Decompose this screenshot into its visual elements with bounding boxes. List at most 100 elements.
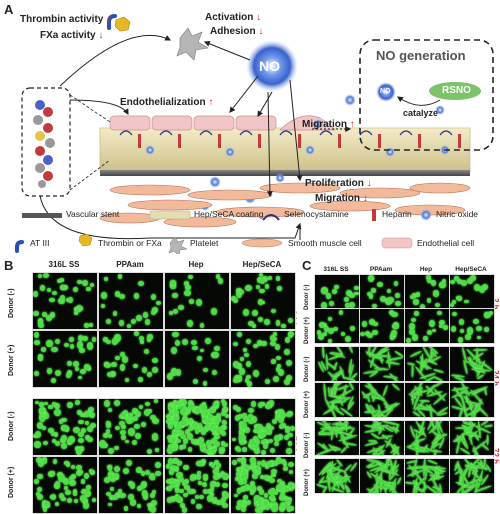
- cell-nucleus: [151, 499, 158, 506]
- at3-swatch: [15, 240, 24, 253]
- elongated-cell: [343, 482, 352, 493]
- cell-nucleus: [269, 459, 276, 467]
- cell-nucleus: [110, 370, 116, 377]
- elongated-cell: [426, 459, 438, 465]
- cell-nucleus: [280, 481, 286, 486]
- cell-nucleus: [114, 291, 121, 298]
- cell-nucleus: [450, 280, 455, 285]
- cell-nucleus: [219, 450, 224, 454]
- cell-nucleus: [284, 336, 291, 344]
- cell-nucleus: [206, 409, 211, 414]
- cell-nucleus: [73, 306, 78, 311]
- cell-nucleus: [172, 401, 178, 407]
- stent-metal: [100, 170, 470, 176]
- cell-nucleus: [81, 427, 86, 434]
- cell-nucleus: [54, 481, 60, 488]
- cell-nucleus: [51, 438, 56, 444]
- cell-nucleus: [322, 288, 328, 294]
- micrograph-b: [32, 330, 98, 388]
- cell-nucleus: [52, 459, 58, 465]
- cell-nucleus: [464, 299, 469, 304]
- cell-nucleus: [242, 412, 248, 417]
- cell-nucleus: [175, 438, 182, 444]
- cell-nucleus: [173, 466, 180, 473]
- panel-c-row-0: Donor (-): [304, 284, 310, 310]
- cell-nucleus: [102, 337, 108, 342]
- no-label: NO: [259, 58, 280, 74]
- cell-nucleus: [128, 493, 135, 501]
- cell-nucleus: [176, 404, 181, 410]
- cell-nucleus: [195, 473, 202, 480]
- cell-nucleus: [245, 338, 251, 344]
- cell-nucleus: [142, 312, 149, 318]
- cell-nucleus: [195, 299, 202, 306]
- cell-nucleus: [39, 402, 44, 407]
- cell-nucleus: [251, 323, 256, 328]
- cell-nucleus: [136, 315, 142, 322]
- cell-nucleus: [328, 300, 334, 306]
- cell-nucleus: [482, 284, 489, 291]
- cell-nucleus: [201, 481, 208, 488]
- cell-nucleus: [197, 423, 202, 428]
- cell-nucleus: [181, 420, 188, 427]
- cell-nucleus: [124, 377, 129, 382]
- cell-nucleus: [276, 412, 281, 417]
- cell-nucleus: [141, 366, 147, 373]
- cell-nucleus: [41, 459, 47, 464]
- panel-c-col-3: Hep/SeCA: [455, 266, 487, 273]
- cell-nucleus: [395, 300, 401, 307]
- cell-nucleus: [252, 473, 258, 480]
- micrograph-b: [98, 456, 164, 514]
- heparin-molecule-model: [33, 100, 55, 188]
- cell-nucleus: [422, 335, 428, 342]
- cell-nucleus: [105, 420, 111, 425]
- cell-nucleus: [289, 331, 295, 337]
- cell-nucleus: [251, 309, 258, 317]
- cell-nucleus: [387, 297, 394, 303]
- panel-b-col-2: Hep: [188, 260, 204, 269]
- cell-nucleus: [82, 335, 88, 342]
- micrograph-b: [32, 272, 98, 330]
- cell-nucleus: [262, 275, 269, 282]
- cell-nucleus: [35, 430, 42, 438]
- panel-b-col-0: 316L SS: [48, 260, 80, 269]
- cell-nucleus: [361, 320, 367, 327]
- cell-nucleus: [111, 338, 118, 345]
- cell-nucleus: [85, 489, 92, 497]
- cell-nucleus: [54, 431, 59, 437]
- cell-nucleus: [84, 411, 91, 418]
- cell-nucleus: [67, 296, 73, 303]
- cell-nucleus: [288, 462, 295, 468]
- cell-nucleus: [87, 426, 93, 433]
- cell-nucleus: [108, 433, 113, 438]
- cell-nucleus: [194, 428, 200, 434]
- cell-nucleus: [272, 376, 279, 383]
- cell-nucleus: [82, 280, 88, 287]
- vascular-stent-swatch: [22, 213, 62, 218]
- cell-nucleus: [202, 380, 208, 387]
- elongated-cell: [483, 424, 494, 428]
- cell-nucleus: [248, 414, 253, 419]
- cell-nucleus: [202, 475, 208, 482]
- cell-nucleus: [450, 326, 457, 332]
- cell-nucleus: [86, 342, 93, 350]
- cell-nucleus: [35, 400, 40, 405]
- cell-nucleus: [221, 411, 226, 416]
- micrograph-c: [314, 308, 360, 344]
- cell-nucleus: [170, 370, 177, 376]
- cell-nucleus: [38, 459, 45, 467]
- cell-nucleus: [368, 294, 374, 299]
- cell-nucleus: [254, 445, 259, 449]
- adhesion-label: Adhesion ↓: [210, 26, 264, 37]
- cell-nucleus: [166, 418, 172, 425]
- cell-nucleus: [232, 361, 239, 368]
- cell-nucleus: [224, 413, 229, 419]
- cell-nucleus: [285, 359, 293, 367]
- panel-b-col-3: Hep/SeCA: [242, 260, 282, 269]
- cell-nucleus: [137, 376, 144, 383]
- cell-nucleus: [43, 401, 49, 406]
- cell-nucleus: [56, 278, 63, 284]
- cell-nucleus: [120, 351, 125, 358]
- cell-nucleus: [178, 304, 185, 311]
- cell-nucleus: [419, 303, 425, 309]
